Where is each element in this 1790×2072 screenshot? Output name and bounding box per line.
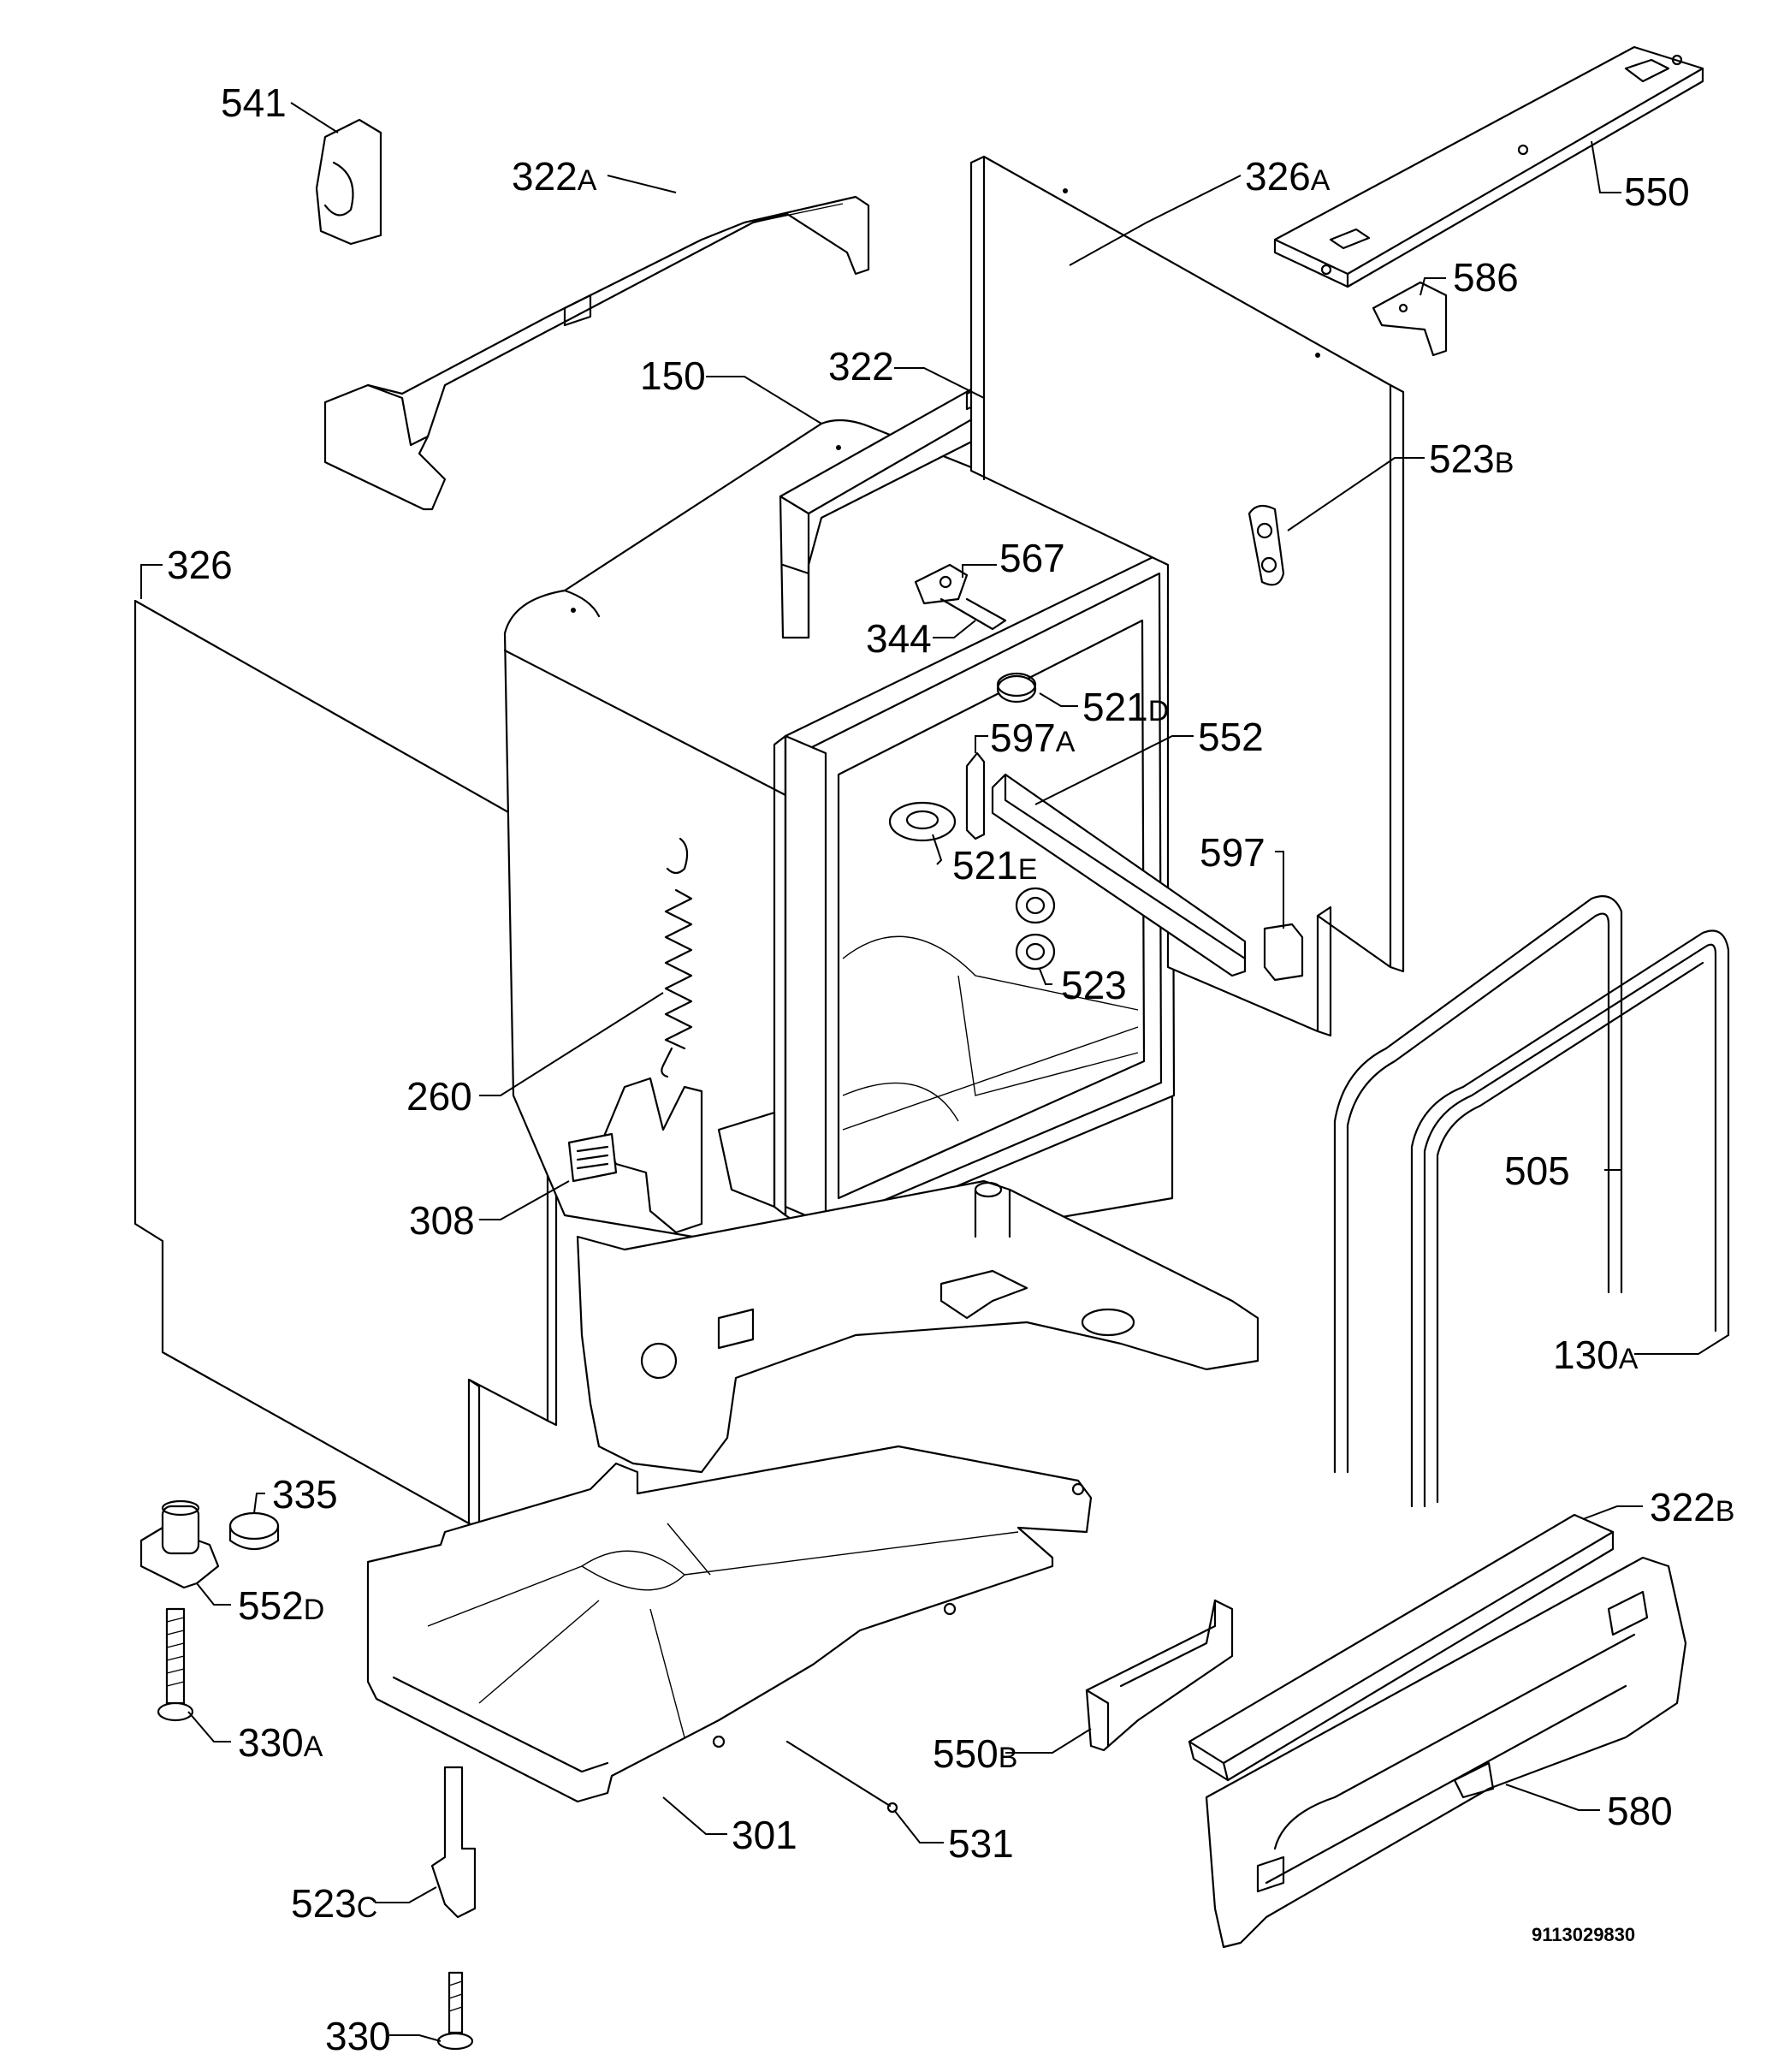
part-301-base-tray xyxy=(366,1445,1093,1803)
part-308-hinge xyxy=(567,1077,703,1234)
leader-lines xyxy=(140,102,1729,2042)
label-523: 523 xyxy=(1061,963,1127,1007)
part-552d-motor xyxy=(139,1499,220,1589)
label-330a: 330A xyxy=(238,1720,323,1765)
label-301: 301 xyxy=(732,1813,797,1857)
part-335-gear xyxy=(228,1511,280,1550)
part-552-rail xyxy=(991,773,1247,977)
part-drawings xyxy=(133,45,1730,2051)
part-597-holder xyxy=(1263,923,1304,982)
label-150: 150 xyxy=(640,353,706,398)
part-523-fittings xyxy=(1015,887,1056,971)
part-labels: 541 322A 326A 550 586 150 322 523B 326 5… xyxy=(167,80,1734,2058)
label-567: 567 xyxy=(999,536,1065,580)
label-523c: 523C xyxy=(291,1881,377,1926)
part-326-side-panel xyxy=(133,599,558,1529)
label-597a: 597A xyxy=(990,715,1076,760)
label-335: 335 xyxy=(272,1472,338,1517)
label-597: 597 xyxy=(1200,830,1265,875)
part-330a-screw xyxy=(157,1607,194,1722)
part-541-clip xyxy=(315,118,382,246)
part-567-344-clip xyxy=(914,563,1007,631)
part-523c-bracket xyxy=(430,1766,477,1919)
part-330-screw xyxy=(436,1971,474,2051)
label-326a: 326A xyxy=(1245,154,1331,199)
label-550: 550 xyxy=(1624,169,1690,214)
part-586-clip xyxy=(1372,281,1448,357)
label-552: 552 xyxy=(1198,715,1264,759)
part-521e-gasket xyxy=(888,801,957,842)
label-531: 531 xyxy=(948,1821,1014,1866)
label-586: 586 xyxy=(1453,255,1519,300)
part-580-kick-plate xyxy=(1205,1556,1687,1949)
part-523b-grommet xyxy=(1248,504,1285,586)
part-base-frame xyxy=(576,1179,1260,1474)
label-541: 541 xyxy=(221,80,287,125)
label-322: 322 xyxy=(828,344,894,389)
label-308: 308 xyxy=(409,1198,475,1243)
label-330: 330 xyxy=(325,2014,391,2058)
part-322b-lower-rail xyxy=(1188,1513,1615,1782)
label-580: 580 xyxy=(1607,1789,1673,1833)
label-322b: 322B xyxy=(1650,1485,1734,1529)
label-505: 505 xyxy=(1504,1149,1570,1193)
part-531-rod xyxy=(785,1740,898,1814)
label-521d: 521D xyxy=(1082,685,1169,729)
label-260: 260 xyxy=(406,1074,472,1119)
label-326: 326 xyxy=(167,543,233,587)
part-597a-pin xyxy=(965,751,986,840)
part-521d-plug xyxy=(996,672,1037,704)
part-260-spring xyxy=(661,837,693,1078)
label-322a: 322A xyxy=(512,154,597,199)
part-550b-bracket xyxy=(1085,1599,1234,1752)
part-505-seal xyxy=(1333,895,1623,1474)
drawing-code: 9113029830 xyxy=(1532,1924,1635,1945)
label-552d: 552D xyxy=(238,1583,324,1628)
label-550b: 550B xyxy=(933,1731,1017,1776)
label-344: 344 xyxy=(866,616,932,661)
part-550-top-bracket xyxy=(1273,45,1704,288)
label-130a: 130A xyxy=(1553,1333,1639,1377)
part-130a-seal xyxy=(1410,929,1730,1508)
part-322a-top-rail xyxy=(323,195,870,511)
label-523b: 523B xyxy=(1429,436,1514,481)
part-326a-back-panel xyxy=(969,155,1405,1037)
label-521e: 521E xyxy=(952,843,1037,888)
